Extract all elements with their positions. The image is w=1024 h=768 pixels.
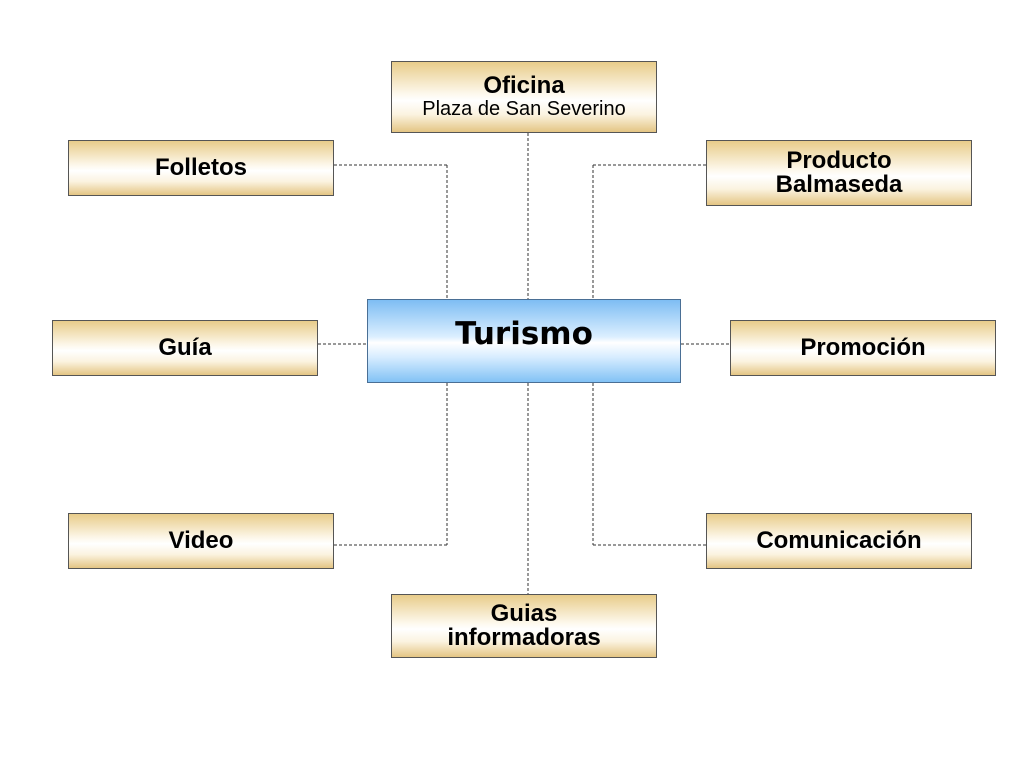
center-turismo: Turismo — [367, 299, 681, 383]
node-producto-line1: Producto — [786, 147, 892, 174]
node-folletos-label: Folletos — [154, 154, 247, 181]
node-video-label: Video — [168, 527, 234, 554]
node-producto-line2: Balmaseda — [775, 171, 903, 198]
node-oficina-subtitle: Plaza de San Severino — [422, 98, 626, 120]
node-guia: Guía — [52, 320, 318, 376]
node-promocion: Promoción — [730, 320, 996, 376]
node-oficina: Oficina Plaza de San Severino — [391, 61, 657, 133]
node-promocion-label: Promoción — [800, 334, 926, 361]
node-producto-balmaseda: Producto Balmaseda — [706, 140, 972, 206]
node-guias-line2: informadoras — [447, 624, 601, 651]
center-turismo-label: Turismo — [455, 316, 593, 352]
node-video: Video — [68, 513, 334, 569]
node-comunicacion: Comunicación — [706, 513, 972, 569]
node-oficina-title: Oficina — [483, 72, 565, 99]
node-guia-label: Guía — [158, 334, 212, 361]
node-guias-line1: Guias — [490, 600, 558, 627]
node-folletos: Folletos — [68, 140, 334, 196]
node-comunicacion-label: Comunicación — [756, 527, 922, 554]
node-guias-informadoras: Guias informadoras — [391, 594, 657, 658]
